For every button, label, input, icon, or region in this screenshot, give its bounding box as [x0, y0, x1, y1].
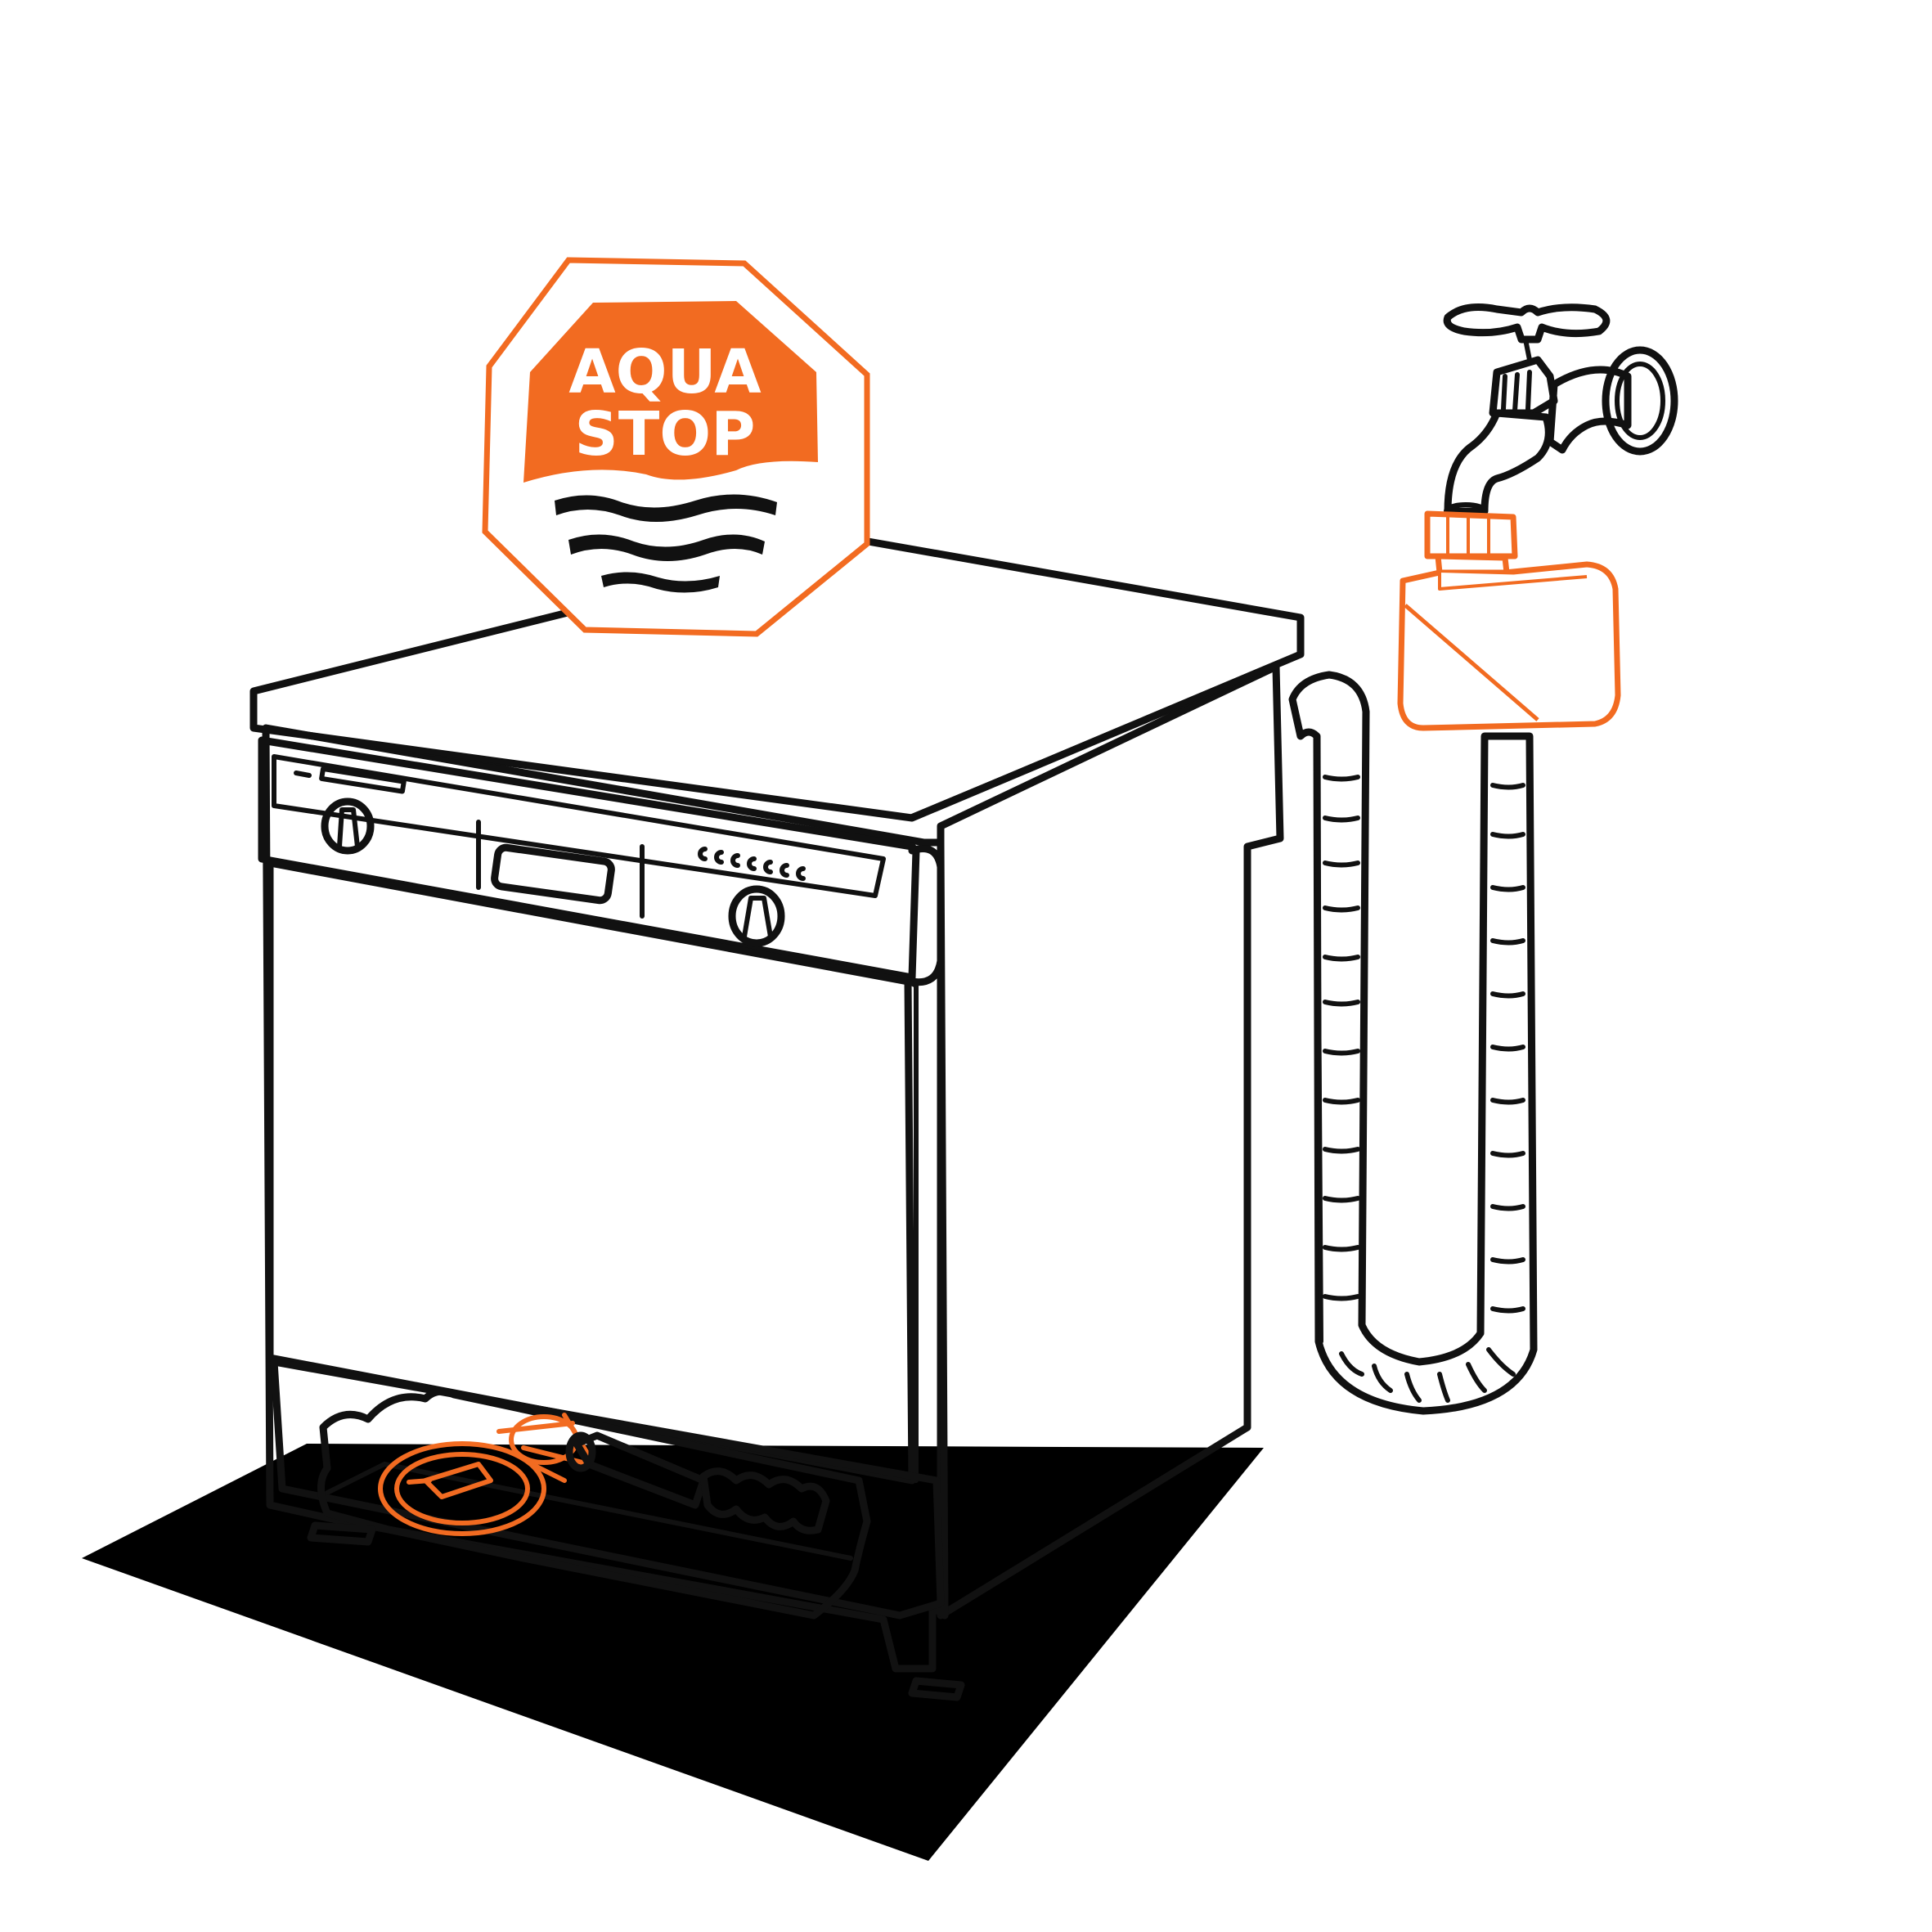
- panel-display: [491, 843, 615, 905]
- aqua-stop-badge: AQUA STOP: [482, 257, 870, 637]
- tap-spout: [1444, 409, 1552, 515]
- dishwasher-door: [266, 859, 916, 1485]
- control-panel: [258, 736, 920, 982]
- kick-plate: [270, 1358, 945, 1620]
- tap-handle: [1443, 303, 1611, 344]
- internal-drain-pipe: [565, 1431, 830, 1534]
- program-buttons: [698, 847, 806, 881]
- water-waves-icon: [555, 494, 777, 593]
- left-dial-knob: [321, 798, 375, 855]
- badge-line1: AQUA: [568, 337, 761, 407]
- panel-indicator: [294, 771, 312, 778]
- panel-slot: [319, 766, 407, 794]
- cutaway-opening: [317, 1387, 871, 1620]
- valve-housing: [1397, 561, 1621, 731]
- hose-corrugation-ticks: [1323, 775, 1525, 1403]
- internal-corrugated-hose: [699, 1467, 830, 1534]
- safety-valve-box-icon: [1397, 510, 1621, 731]
- drain-hose-outer: [1288, 671, 1538, 1415]
- tap-wall-flange: [1602, 346, 1678, 456]
- badge-line2: STOP: [575, 399, 756, 470]
- right-dial-knob: [728, 885, 785, 947]
- valve-connector-nut: [1424, 510, 1518, 559]
- badge-orange-field: [523, 301, 818, 483]
- dishwasher-front: [262, 724, 949, 1673]
- water-tap-icon: [1443, 303, 1678, 520]
- corrugated-hose-icon: [1288, 671, 1538, 1415]
- floor-mat: [82, 1444, 1264, 1861]
- dishwasher-feet: [307, 1521, 965, 1701]
